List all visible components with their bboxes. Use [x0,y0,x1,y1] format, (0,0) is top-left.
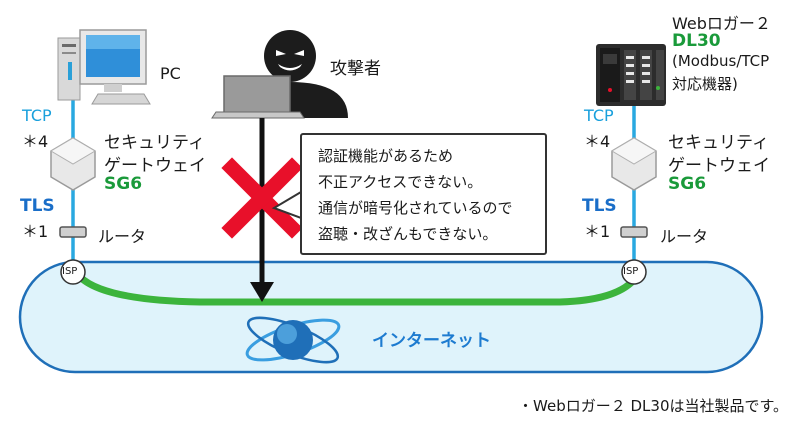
right-gateway-model: SG6 [668,174,707,194]
right-protocol-label: TCP [584,106,614,125]
left-tls-label: TLS [20,196,55,216]
pc-icon [57,29,151,105]
left-router-icon [59,226,87,238]
laptop-icon [223,75,291,117]
right-note-a: ＊4 [584,132,611,151]
right-note-b: ＊1 [584,222,611,241]
callout-box: 認証機能があるため 不正アクセスできない。 通信が暗号化されているので 盗聴・改… [300,133,547,255]
internet-label: インターネット [372,331,491,351]
left-protocol-label: TCP [22,106,52,125]
attack-arrow-head [250,282,274,302]
internet-cloud [18,260,764,374]
blocked-cross-icon [221,157,303,239]
footnote: ・Webロガー２ DL30は当社製品です。 [518,397,788,415]
device-model: DL30 [672,31,721,51]
device-name-line1: Webロガー２ [672,14,771,33]
left-gateway-line1: セキュリティ [104,133,205,153]
callout-line-1: 認証機能があるため [318,147,454,165]
right-gateway-line2: ゲートウェイ [668,156,770,176]
secure-link [71,266,644,306]
callout-line-2: 不正アクセスできない。 [318,173,483,191]
left-note-a: ＊4 [22,132,49,151]
attacker-label: 攻撃者 [330,59,381,79]
right-tls-label: TLS [582,196,617,216]
data-logger-icon [596,44,666,106]
device-name-line3: (Modbus/TCP [672,52,770,70]
right-isp-label: ISP [623,266,639,277]
right-router-icon [620,226,648,238]
left-isp-label: ISP [62,266,78,277]
device-name-line4: 対応機器) [672,75,738,93]
left-gateway-line2: ゲートウェイ [104,156,206,176]
left-note-b: ＊1 [22,222,49,241]
left-isp-node [60,259,86,285]
left-gateway-icon [50,137,96,191]
left-gateway-model: SG6 [104,174,143,194]
right-gateway-line1: セキュリティ [668,133,769,153]
right-router-label: ルータ [660,227,709,246]
globe-icon [245,316,341,364]
right-gateway-icon [611,137,657,191]
left-router-label: ルータ [98,227,147,246]
callout-line-4: 盗聴・改ざんもできない。 [318,225,498,243]
right-isp-node [621,259,647,285]
pc-label: PC [160,64,181,83]
callout-line-3: 通信が暗号化されているので [318,199,513,217]
attacker-icon [211,30,348,119]
